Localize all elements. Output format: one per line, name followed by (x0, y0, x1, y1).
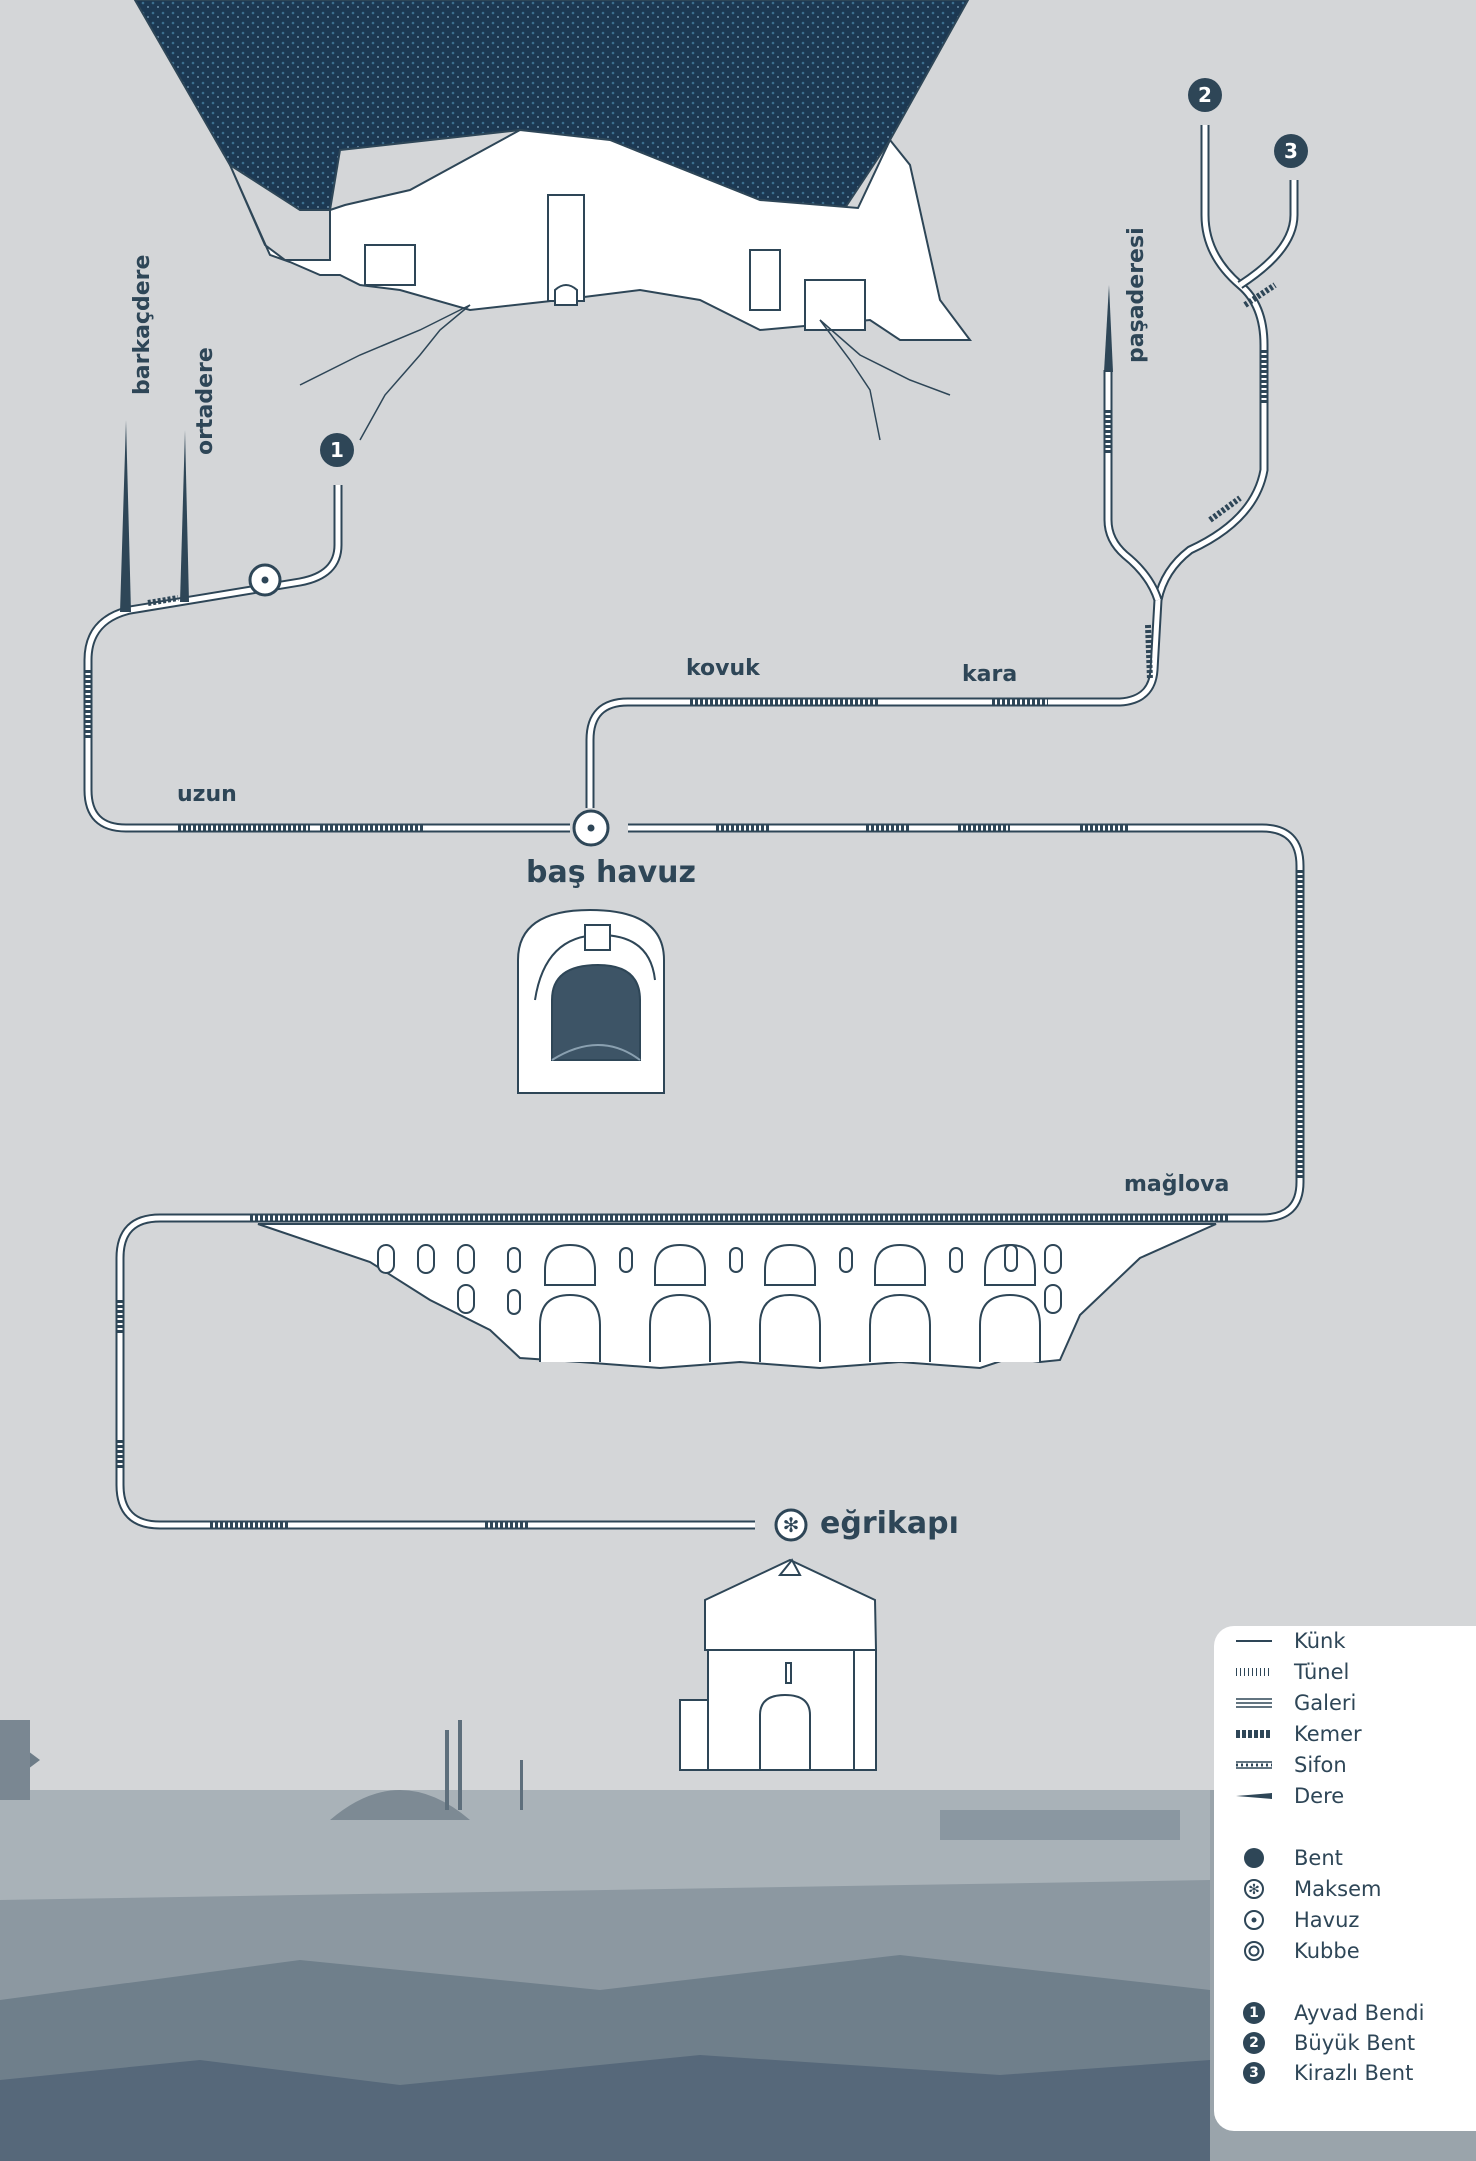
legend-label: Künk (1294, 1629, 1346, 1653)
galeri-line-icon (1214, 1697, 1294, 1709)
legend-item-maksem: ✻ Maksem (1214, 1874, 1476, 1904)
legend-item-kunk: Künk (1214, 1626, 1476, 1656)
stream-label-ortadere: ortadere (193, 347, 218, 455)
havuz-dot-icon (1214, 1909, 1294, 1931)
terrain-lines (299, 304, 951, 441)
bas-havuz-drawing (517, 908, 665, 1094)
maksem-star-icon: ✻ (1214, 1878, 1294, 1900)
maglova-aqueduct-drawing (257, 1223, 1217, 1370)
legend-label: Dere (1294, 1784, 1345, 1808)
stream-label-barkacdere: barkaçdere (130, 254, 155, 395)
svg-text:✻: ✻ (783, 1513, 800, 1537)
segment-label-uzun: uzun (177, 782, 237, 807)
kunk-line-icon (1214, 1636, 1294, 1646)
segment-label-maglova: mağlova (1124, 1172, 1230, 1197)
egrikapi-title: eğrikapı (820, 1506, 959, 1541)
svg-text:✻: ✻ (1248, 1882, 1260, 1898)
legend-item-kubbe: Kubbe (1214, 1936, 1476, 1966)
legend-item-bent: Bent (1214, 1843, 1476, 1873)
dam-badge-3: 3 (1274, 134, 1308, 168)
legend-item-kemer: Kemer (1214, 1719, 1476, 1749)
badge-1-icon: 1 (1243, 2002, 1265, 2024)
legend-label: Kirazlı Bent (1294, 2061, 1414, 2085)
egrikapi-building-drawing (679, 1558, 878, 1771)
legend-label: Maksem (1294, 1877, 1382, 1901)
legend-label: Bent (1294, 1846, 1343, 1870)
stream-label-pasaderesi: paşaderesi (1124, 227, 1149, 363)
havuz-marker-upper (248, 563, 282, 597)
legend-label: Kubbe (1294, 1939, 1360, 1963)
bent-dot-icon (1214, 1847, 1294, 1869)
legend-item-sifon: Sifon (1214, 1750, 1476, 1780)
dere-line-icon (1214, 1791, 1294, 1801)
legend-item-galeri: Galeri (1214, 1688, 1476, 1718)
bas-havuz-title: baş havuz (526, 855, 696, 890)
legend-item-dere: Dere (1214, 1781, 1476, 1811)
legend-item-tunel: Tünel (1214, 1657, 1476, 1687)
legend-item-kirazli: 3 Kirazlı Bent (1214, 2058, 1476, 2088)
kemer-line-icon (1214, 1729, 1294, 1739)
legend-label: Büyük Bent (1294, 2031, 1416, 2055)
legend-item-ayvad: 1 Ayvad Bendi (1214, 1998, 1476, 2028)
sifon-line-icon (1214, 1759, 1294, 1771)
legend-label: Havuz (1294, 1908, 1360, 1932)
segment-label-kovuk: kovuk (686, 656, 760, 681)
kubbe-ring-icon (1214, 1940, 1294, 1962)
tunel-line-icon (1214, 1667, 1294, 1677)
legend-label: Kemer (1294, 1722, 1362, 1746)
segment-markers (85, 282, 1303, 1528)
dam-badge-1: 1 (320, 433, 354, 467)
bas-havuz-marker (572, 809, 610, 847)
legend-item-havuz: Havuz (1214, 1905, 1476, 1935)
legend-label: Sifon (1294, 1753, 1347, 1777)
aqueduct-arches (377, 1243, 1062, 1362)
legend-panel: Künk Tünel Galeri Kemer Sifon Dere Bent … (1214, 1626, 1476, 2131)
legend-label: Tünel (1294, 1660, 1350, 1684)
dam-badge-2: 2 (1188, 78, 1222, 112)
badge-3-icon: 3 (1243, 2062, 1265, 2084)
legend-item-buyuk: 2 Büyük Bent (1214, 2028, 1476, 2058)
maksem-marker: ✻ (774, 1508, 808, 1542)
legend-label: Galeri (1294, 1691, 1357, 1715)
streams (120, 285, 1113, 612)
segment-label-kara: kara (962, 662, 1018, 687)
badge-2-icon: 2 (1243, 2032, 1265, 2054)
legend-label: Ayvad Bendi (1294, 2001, 1425, 2025)
dam-drawing (229, 128, 972, 341)
